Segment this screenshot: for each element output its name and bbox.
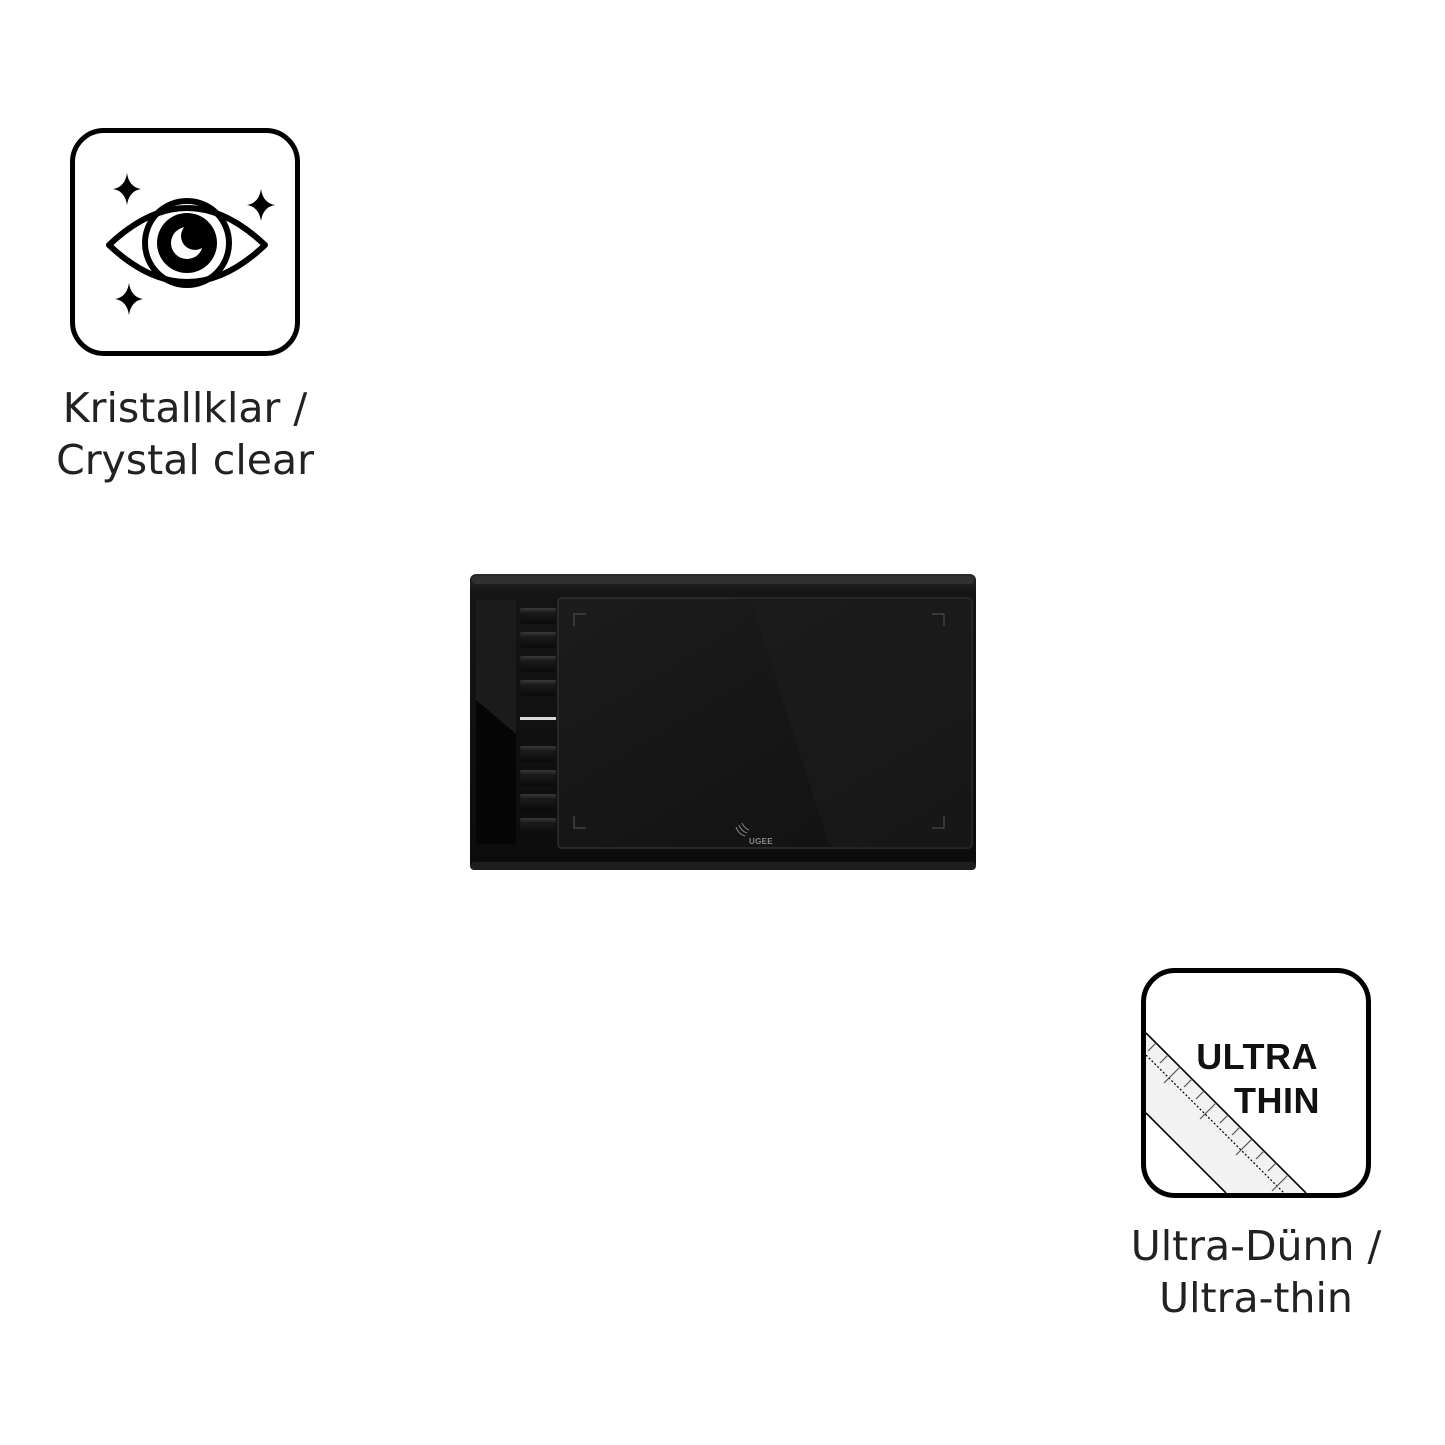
drawing-tablet-image bbox=[470, 574, 976, 870]
badge-text-ultra: ULTRA bbox=[1196, 1036, 1318, 1077]
caption-line: Ultra-thin bbox=[1159, 1274, 1353, 1322]
badge-text-thin: THIN bbox=[1234, 1080, 1320, 1121]
eye-sparkle-icon bbox=[106, 173, 275, 315]
ruler-icon bbox=[1146, 1032, 1307, 1193]
caption-line: Crystal clear bbox=[56, 436, 314, 484]
crystal-clear-caption: Kristallklar / Crystal clear bbox=[35, 382, 335, 486]
caption-line: Kristallklar / bbox=[62, 384, 308, 432]
ultra-thin-badge: ULTRA THIN bbox=[1141, 968, 1371, 1198]
express-keys bbox=[520, 608, 556, 834]
ultra-thin-caption: Ultra-Dünn / Ultra-thin bbox=[1106, 1220, 1406, 1324]
crystal-clear-badge bbox=[70, 128, 300, 356]
brand-logo: UGEE bbox=[749, 837, 773, 846]
caption-line: Ultra-Dünn / bbox=[1130, 1222, 1382, 1270]
drawing-area bbox=[557, 597, 973, 849]
